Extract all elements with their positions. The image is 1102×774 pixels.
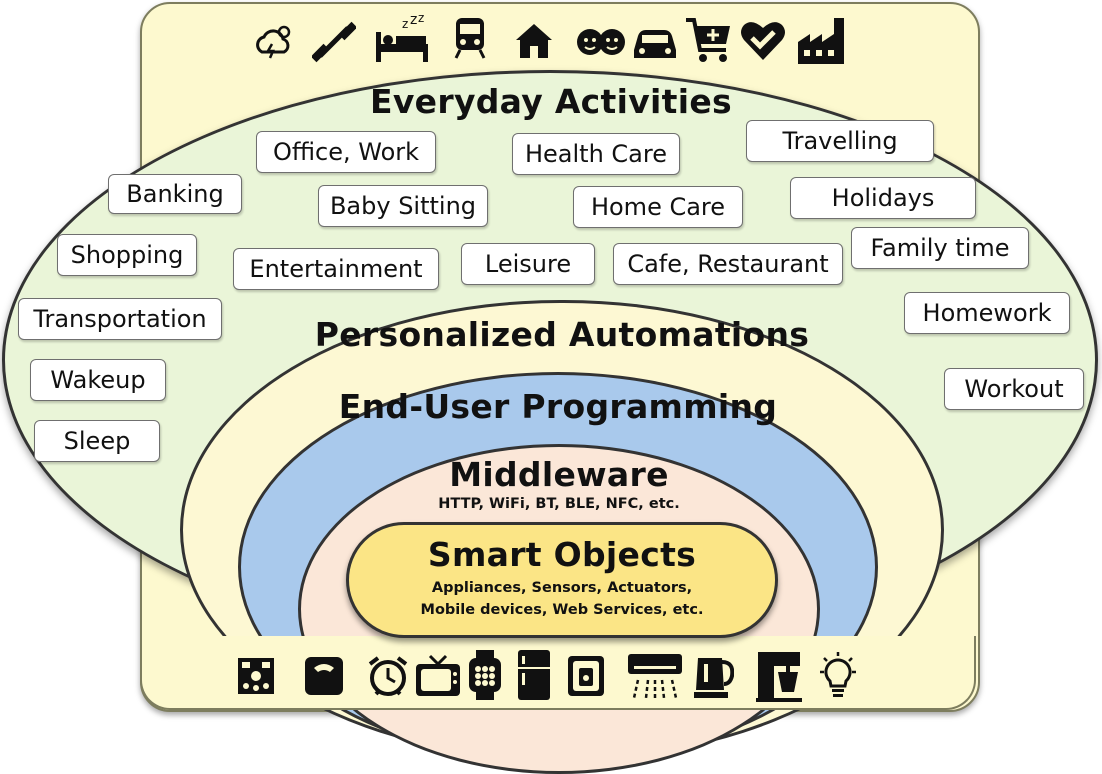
svg-text:z: z — [418, 14, 424, 25]
activity-box: Entertainment — [233, 248, 439, 290]
house-icon — [512, 18, 556, 62]
icon-strip-background — [140, 636, 976, 710]
end-user-programming-title: End-User Programming — [338, 387, 778, 426]
activity-box: Shopping — [57, 234, 197, 276]
smart-objects-examples-line2: Mobile devices, Web Services, etc. — [420, 602, 704, 618]
svg-text:z: z — [402, 17, 408, 31]
everyday-activities-title: Everyday Activities — [370, 82, 732, 121]
activity-box: Travelling — [746, 120, 934, 162]
babies-icon — [574, 20, 628, 64]
activity-box: Office, Work — [256, 131, 436, 173]
weather-icon — [252, 20, 296, 64]
dumbbell-icon — [312, 20, 356, 64]
activity-box: Home Care — [573, 186, 743, 228]
smart-objects-examples-line1: Appliances, Sensors, Actuators, — [431, 580, 693, 596]
train-icon — [448, 16, 492, 60]
factory-icon — [796, 14, 852, 66]
activity-box: Health Care — [512, 133, 680, 175]
smart-objects-title: Smart Objects — [427, 535, 697, 574]
smartwatch-icon — [466, 650, 504, 700]
activity-box: Wakeup — [30, 359, 166, 401]
personalized-automations-title: Personalized Automations — [314, 315, 810, 354]
light-bulb-icon — [818, 650, 858, 700]
stereo-speaker-icon — [234, 654, 278, 698]
svg-text:z: z — [410, 14, 417, 28]
middleware-title: Middleware — [449, 455, 669, 494]
electric-kettle-icon — [692, 650, 734, 700]
middleware-protocols: HTTP, WiFi, BT, BLE, NFC, etc. — [438, 496, 680, 512]
activity-box: Cafe, Restaurant — [613, 243, 843, 285]
alarm-clock-icon — [366, 654, 410, 698]
car-icon — [630, 20, 680, 64]
activity-box: Transportation — [18, 298, 222, 340]
air-conditioner-icon — [626, 652, 684, 702]
activity-box: Banking — [108, 174, 242, 214]
television-icon — [414, 652, 462, 700]
activity-box: Workout — [944, 368, 1084, 410]
shopping-cart-icon — [684, 14, 734, 66]
heart-check-icon — [738, 18, 788, 62]
activity-box: Leisure — [461, 243, 595, 285]
water-heater-icon — [564, 654, 608, 698]
activity-box: Homework — [904, 292, 1070, 334]
activity-box: Baby Sitting — [318, 185, 488, 227]
bathroom-scale-icon — [302, 654, 346, 698]
stand-mixer-icon — [754, 648, 804, 702]
activity-box: Family time — [851, 227, 1029, 269]
activity-box: Sleep — [34, 420, 160, 462]
smart-objects-layer — [346, 522, 778, 638]
activity-box: Holidays — [790, 177, 976, 219]
refrigerator-icon — [516, 650, 552, 700]
